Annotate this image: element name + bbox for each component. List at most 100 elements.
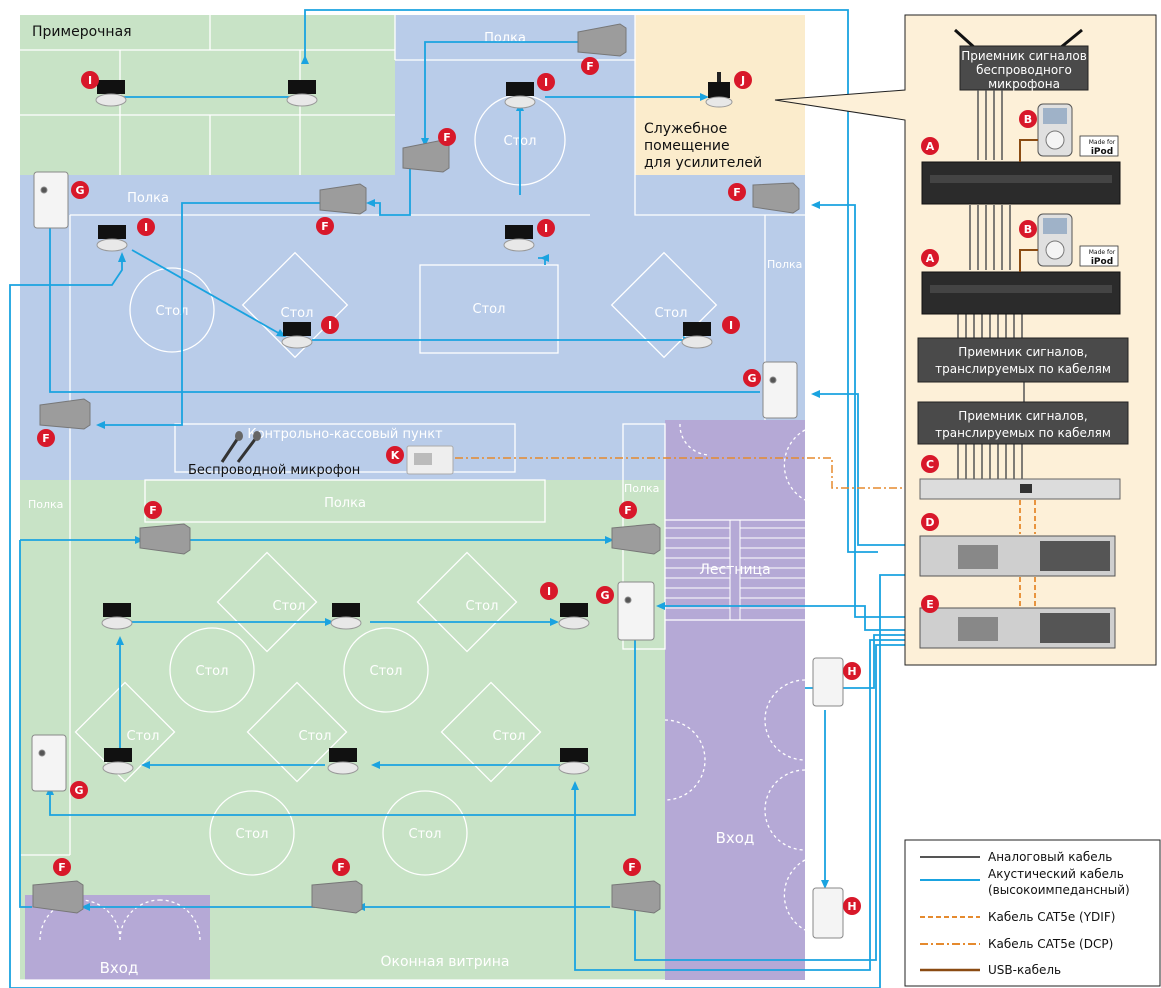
equipment-panel: Приемник сигналов беспроводного микрофон… (774, 14, 1157, 666)
legend-cat5-ydif: Кабель CAT5e (YDIF) (988, 910, 1115, 924)
svg-text:I: I (729, 319, 733, 332)
svg-text:A: A (926, 252, 935, 265)
legend-usb: USB-кабель (988, 963, 1061, 977)
table-label: Стол (493, 729, 526, 744)
badge-f: F (728, 183, 746, 201)
shelf-label: Полка (767, 258, 802, 271)
svg-text:I: I (544, 76, 548, 89)
badge-f: F (144, 501, 162, 519)
pendant-speaker-j (705, 72, 733, 108)
amp-room-label-2: помещение (644, 138, 730, 154)
legend: Аналоговый кабель Акустический кабель (в… (904, 839, 1161, 987)
svg-text:H: H (847, 900, 856, 913)
svg-text:F: F (443, 131, 451, 144)
badge-i: I (137, 218, 155, 236)
badge-f: F (581, 57, 599, 75)
svg-text:Приемник сигналов,: Приемник сигналов, (958, 409, 1087, 423)
svg-text:K: K (391, 449, 400, 462)
entrance-bottom-label: Вход (100, 959, 139, 977)
svg-text:F: F (149, 504, 157, 517)
svg-text:E: E (926, 598, 934, 611)
amp-room-label-3: для усилителей (644, 155, 762, 171)
entrance-main-label: Вход (716, 829, 755, 847)
table-label: Стол (370, 664, 403, 679)
made-for-ipod-badge: Made for iPod Made for iPod (1079, 135, 1119, 267)
badge-f: F (316, 217, 334, 235)
badge-e: E (921, 595, 939, 613)
badge-g: G (70, 781, 88, 799)
svg-text:G: G (74, 784, 83, 797)
stairs-label: Лестница (699, 562, 770, 578)
dcp-cable (455, 457, 918, 489)
acoustic-cables (9, 9, 918, 988)
badge-f: F (623, 858, 641, 876)
badge-i: I (321, 316, 339, 334)
table-label: Стол (196, 664, 229, 679)
shelf-label: Полка (28, 498, 63, 511)
badge-d: D (921, 513, 939, 531)
wall-speaker-f (32, 23, 800, 914)
fitting-room-zone (20, 15, 395, 175)
svg-text:I: I (547, 585, 551, 598)
ipod-icon (1037, 103, 1073, 267)
shelf-label: Полка (484, 31, 526, 46)
svg-text:G: G (747, 372, 756, 385)
badge-b: B (1019, 220, 1037, 238)
svg-text:I: I (544, 222, 548, 235)
svg-text:B: B (1024, 223, 1032, 236)
badge-i: I (537, 73, 555, 91)
svg-text:F: F (337, 861, 345, 874)
wireless-receiver-line2: беспроводного (976, 63, 1072, 77)
badge-g: G (71, 181, 89, 199)
svg-text:F: F (586, 60, 594, 73)
svg-text:Made for: Made for (1089, 249, 1116, 256)
shelf-label: Полка (127, 191, 169, 206)
usb-cable (1019, 249, 1038, 272)
cashier-label: Контрольно-кассовый пункт (247, 427, 443, 442)
svg-text:транслируемых по кабелям: транслируемых по кабелям (935, 426, 1111, 440)
svg-text:F: F (624, 504, 632, 517)
svg-text:Made for: Made for (1089, 139, 1116, 146)
wireless-mic: Беспроводной микрофон (188, 431, 360, 478)
badge-g: G (743, 369, 761, 387)
equipment-badges: A A B B C D E F F F F F F F F F F G G G … (37, 57, 1037, 915)
cable-receiver-2 (917, 401, 1129, 445)
badge-h: H (843, 662, 861, 680)
table-label: Стол (466, 599, 499, 614)
shelf-label: Полка (324, 496, 366, 511)
svg-text:J: J (740, 74, 745, 87)
table-label: Стол (281, 306, 314, 321)
svg-text:I: I (144, 221, 148, 234)
dcp-panel-k (406, 445, 454, 475)
legend-analog: Аналоговый кабель (988, 850, 1112, 864)
legend-acoustic-2: (высокоимпедансный) (988, 883, 1130, 897)
table-label: Стол (273, 599, 306, 614)
svg-text:D: D (925, 516, 934, 529)
table-label: Стол (236, 827, 269, 842)
svg-text:Приемник сигналов,: Приемник сигналов, (958, 345, 1087, 359)
wireless-receiver-line1: Приемник сигналов (961, 49, 1087, 63)
svg-text:A: A (926, 140, 935, 153)
box-speaker-g (31, 171, 798, 792)
ceiling-speaker (95, 80, 713, 775)
svg-text:I: I (328, 319, 332, 332)
svg-text:F: F (42, 432, 50, 445)
badge-f: F (619, 501, 637, 519)
badge-f: F (438, 128, 456, 146)
badge-i: I (722, 316, 740, 334)
box-speaker-h (812, 657, 844, 939)
svg-text:I: I (88, 74, 92, 87)
table-label: Стол (127, 729, 160, 744)
speakers (31, 23, 844, 939)
svg-text:F: F (733, 186, 741, 199)
table-label: Стол (409, 827, 442, 842)
badge-i: I (81, 71, 99, 89)
svg-text:C: C (926, 458, 934, 471)
badge-a: A (921, 249, 939, 267)
svg-text:B: B (1024, 113, 1032, 126)
usb-cable (1019, 139, 1038, 162)
svg-text:F: F (628, 861, 636, 874)
legend-cat5-dcp: Кабель CAT5e (DCP) (988, 937, 1113, 951)
table-label: Стол (299, 729, 332, 744)
badge-g: G (596, 586, 614, 604)
